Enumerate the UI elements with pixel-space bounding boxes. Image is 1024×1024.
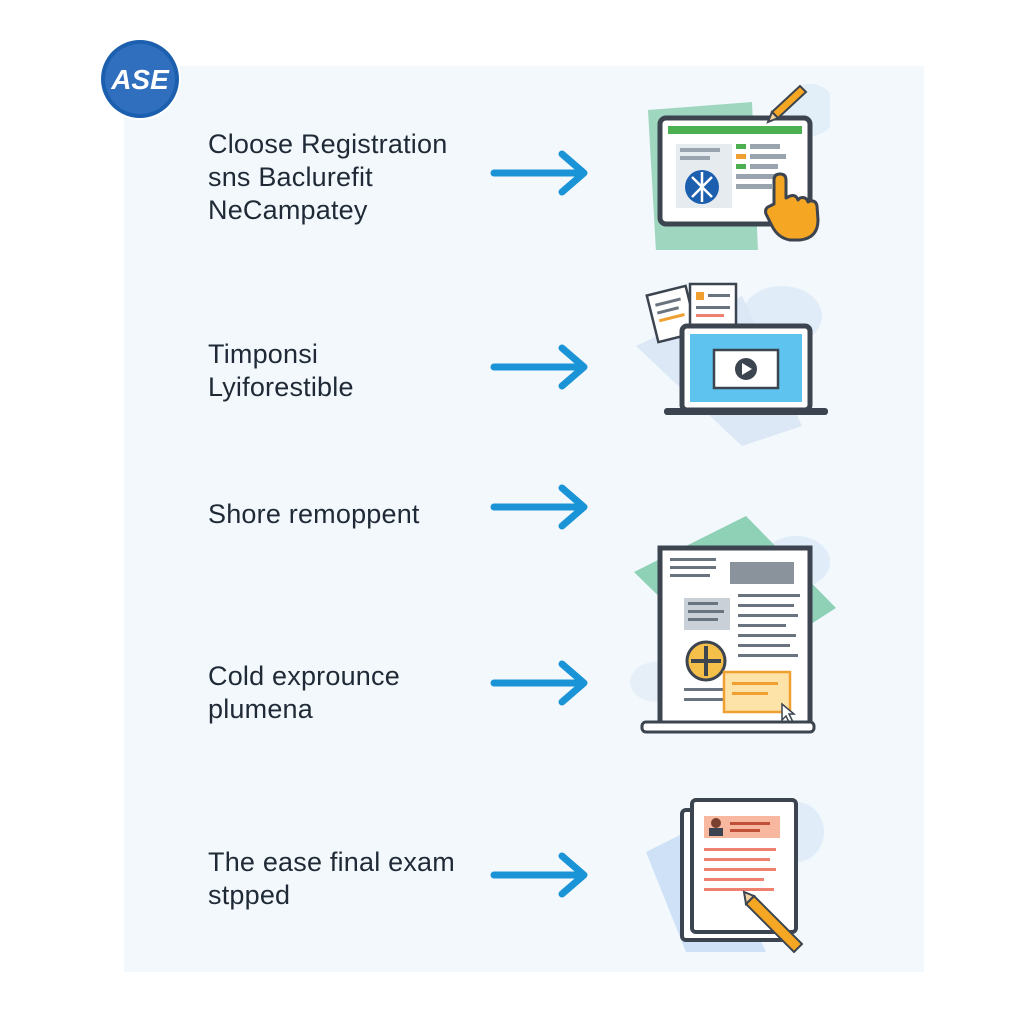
- step-3-arrow-icon: [490, 484, 588, 530]
- step-1-line-2: sns Baclurefit: [208, 162, 373, 192]
- step-2-text: Timponsi Lyiforestible: [208, 338, 354, 404]
- step-4-line-1: Cold exprounce: [208, 661, 400, 691]
- step-5-arrow-icon: [490, 852, 588, 898]
- step-4-arrow-icon: [490, 660, 588, 706]
- step-1-text: Cloose Registration sns Baclurefit NeCam…: [208, 128, 447, 227]
- laptop-touch-icon: [648, 84, 830, 250]
- step-4-line-2: plumena: [208, 694, 313, 724]
- logo-text: ASE: [110, 64, 170, 95]
- step-2-arrow-icon: [490, 344, 588, 390]
- step-3-text: Shore remoppent: [208, 498, 420, 531]
- step-4-text: Cold exprounce plumena: [208, 660, 400, 726]
- document-laptop-icon: [630, 516, 836, 734]
- exam-paper-pencil-icon: [646, 798, 824, 954]
- step-5-line-2: stpped: [208, 880, 291, 910]
- step-5-line-1: The ease final exam: [208, 847, 455, 877]
- step-3-line-1: Shore remoppent: [208, 499, 420, 529]
- ase-logo: ASE: [99, 38, 181, 120]
- step-2-line-1: Timponsi: [208, 339, 319, 369]
- step-2-line-2: Lyiforestible: [208, 372, 354, 402]
- laptop-video-icon: [636, 282, 828, 446]
- step-1-line-3: NeCampatey: [208, 195, 368, 225]
- step-5-text: The ease final exam stpped: [208, 846, 455, 912]
- step-1-line-1: Cloose Registration: [208, 129, 448, 159]
- step-1-arrow-icon: [490, 150, 588, 196]
